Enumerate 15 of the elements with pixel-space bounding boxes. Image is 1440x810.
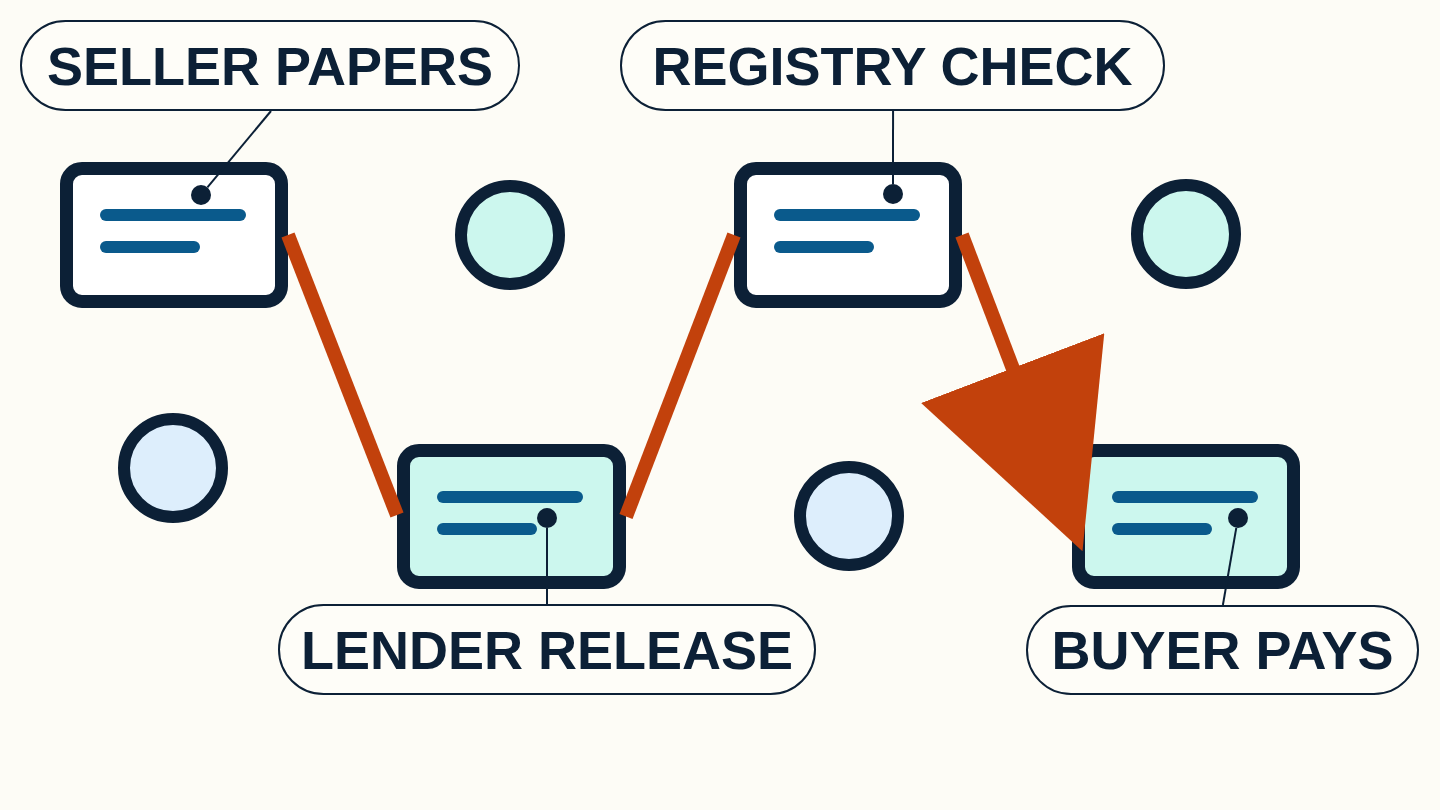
connector-line <box>281 232 404 518</box>
callout-label: SELLER PAPERS <box>20 20 520 111</box>
leader-line <box>546 527 548 605</box>
arrow <box>921 232 1105 552</box>
callout-label: LENDER RELEASE <box>278 604 816 695</box>
connector-line <box>619 232 741 519</box>
callout-label: REGISTRY CHECK <box>620 20 1165 111</box>
document-card <box>60 162 288 308</box>
document-card <box>397 444 626 589</box>
callout-label: BUYER PAYS <box>1026 605 1419 695</box>
leader-line <box>206 110 272 189</box>
document-card <box>734 162 962 308</box>
document-card <box>1072 444 1300 589</box>
leader-line <box>892 110 895 185</box>
leader-line <box>1221 526 1238 606</box>
